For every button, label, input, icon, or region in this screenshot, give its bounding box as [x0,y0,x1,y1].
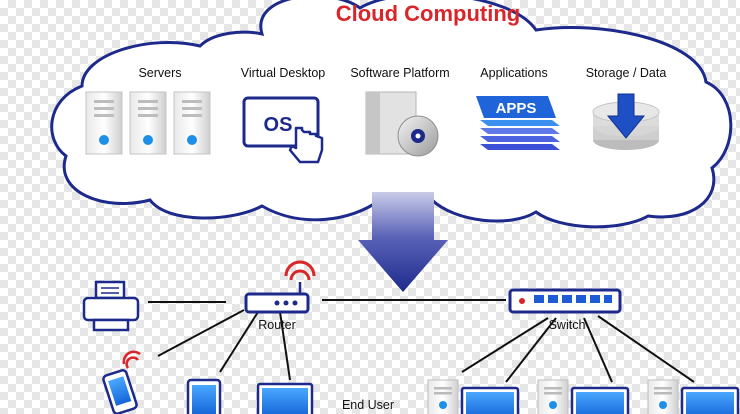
printer-icon [82,280,140,332]
switch-icon [508,288,622,314]
virtual-desktop-icon: OS [242,96,324,164]
apps-text: APPS [496,100,537,117]
router-wifi-icon [284,260,316,277]
end-user-label: End User [342,398,394,412]
storage-data-icon [592,93,660,150]
storage-data-label: Storage / Data [586,66,667,80]
router-icon [244,260,316,314]
network-links [148,299,695,383]
software-platform-icon [365,91,439,157]
workstation-2 [537,379,630,414]
virtual-desktop-label: Virtual Desktop [241,66,326,80]
monitor-icon [256,382,314,414]
tablet-icon [186,378,222,414]
workstation-1 [427,379,520,414]
os-text: OS [264,114,293,136]
phone-wifi-icon [122,350,141,365]
switch-label: Switch [549,318,586,332]
servers-icon [85,91,211,155]
cloud-to-network-arrow [358,192,448,292]
applications-icon: APPS [476,96,560,150]
diagram-title: Cloud Computing [336,1,521,26]
workstation-3 [647,379,740,414]
hand-pointer-icon [288,126,324,164]
applications-label: Applications [480,66,547,80]
servers-label: Servers [138,66,181,80]
smartphone-icon [102,350,141,414]
software-platform-label: Software Platform [350,66,449,80]
download-arrow-icon [606,93,646,139]
router-label: Router [258,318,296,332]
